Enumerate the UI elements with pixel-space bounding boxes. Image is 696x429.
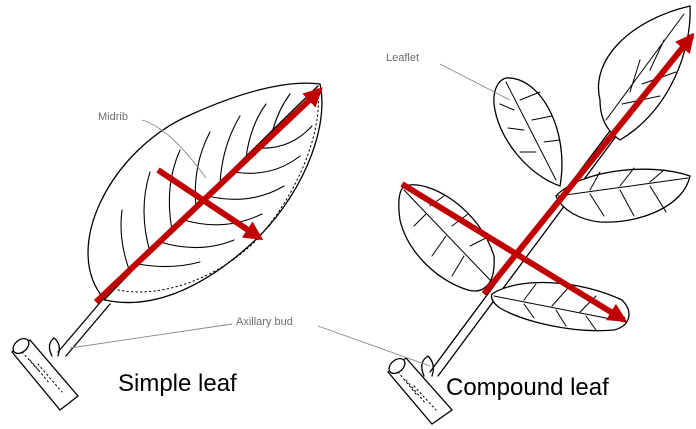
axillary-bud-leader-right: [318, 326, 430, 366]
leaflet-terminal: [598, 6, 690, 140]
simple-leaf-caption: Simple leaf: [118, 370, 237, 398]
midrib-label: Midrib: [98, 111, 128, 123]
compound-leaf: [386, 6, 692, 424]
axillary-bud-leader-left: [70, 324, 232, 348]
compound-leaf-caption: Compound leaf: [446, 374, 609, 402]
simple-leaf-twig: [10, 336, 78, 410]
leaflet-label: Leaflet: [386, 52, 419, 64]
leaflet-lower-right: [491, 283, 628, 331]
simple-leaf-axillary-bud: [49, 338, 59, 356]
compound-leaf-axillary-bud: [422, 356, 434, 376]
leaflet-upper-left: [494, 78, 562, 186]
axillary-bud-label: Axillary bud: [236, 316, 293, 328]
simple-leaf-petiole: [58, 298, 110, 356]
compound-leaf-twig: [386, 356, 452, 424]
leaflet-left: [399, 185, 494, 291]
